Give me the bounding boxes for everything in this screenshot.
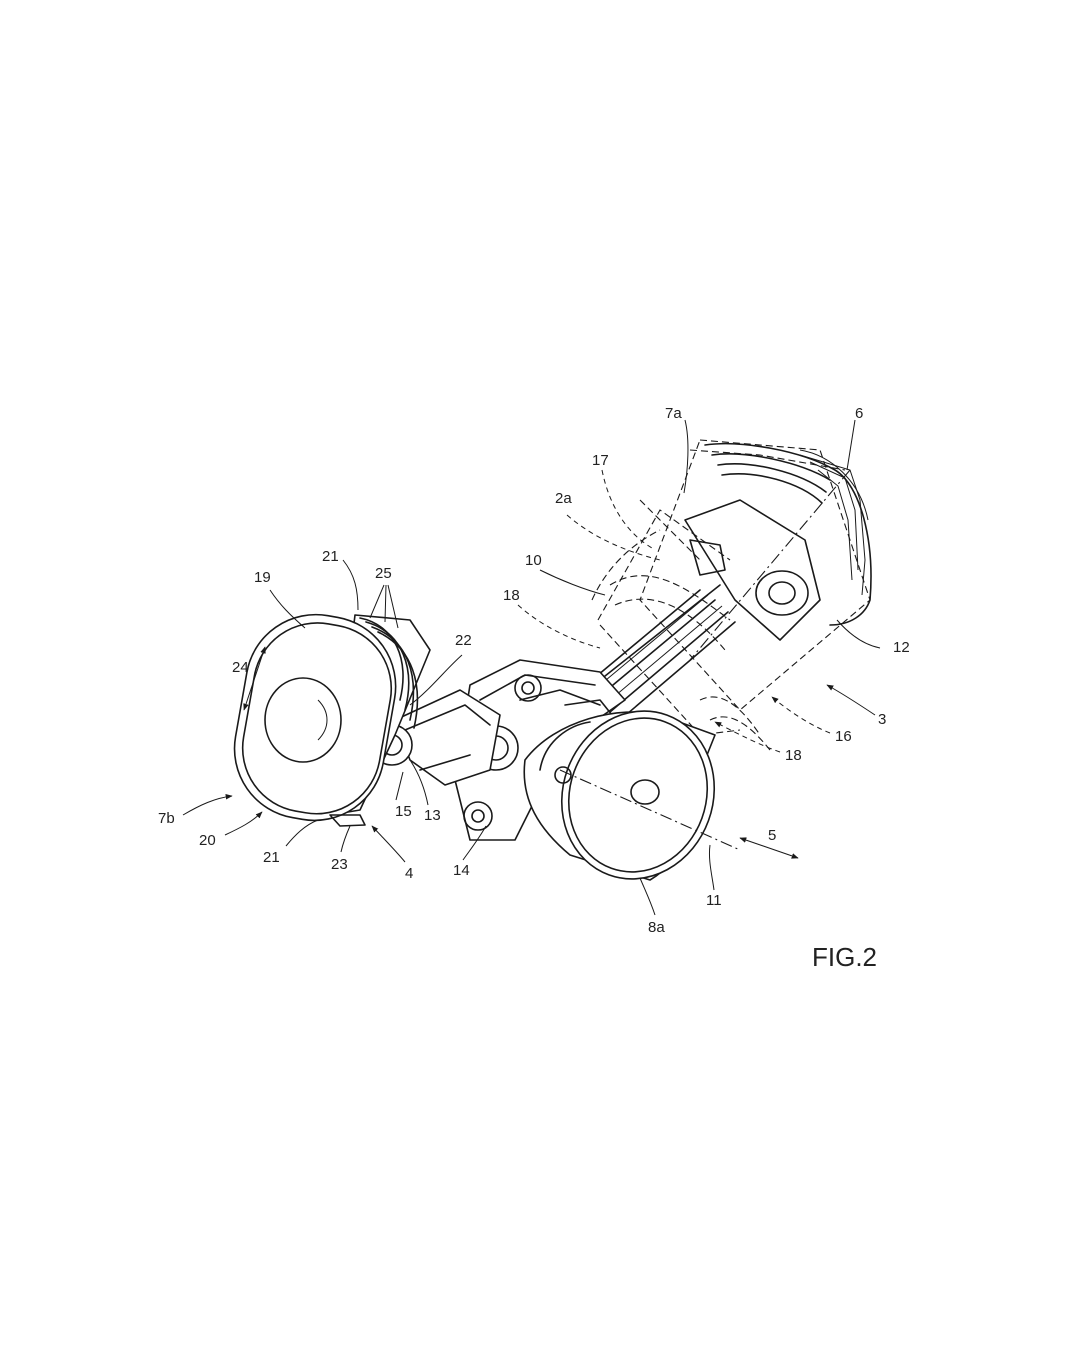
arrow-24 bbox=[243, 646, 266, 711]
label-7a: 7a bbox=[665, 405, 682, 422]
label-14: 14 bbox=[453, 862, 470, 879]
label-24: 24 bbox=[232, 659, 249, 676]
label-11: 11 bbox=[706, 892, 722, 909]
label-18b: 18 bbox=[785, 747, 802, 764]
label-3: 3 bbox=[878, 711, 886, 728]
drum-8a bbox=[523, 710, 716, 881]
cylinder-2a bbox=[591, 439, 871, 751]
label-22: 22 bbox=[455, 632, 472, 649]
axis-6 bbox=[689, 469, 851, 661]
leader-lines bbox=[269, 419, 881, 916]
arrow-7b bbox=[182, 793, 233, 816]
piston-7a bbox=[684, 442, 872, 641]
label-8a: 8a bbox=[648, 919, 665, 936]
label-12: 12 bbox=[893, 639, 910, 656]
label-4: 4 bbox=[405, 865, 413, 882]
label-5: 5 bbox=[768, 827, 776, 844]
arrow-18b bbox=[714, 721, 781, 753]
arrow-5 bbox=[739, 837, 799, 859]
label-13: 13 bbox=[424, 807, 441, 824]
label-23: 23 bbox=[331, 856, 348, 873]
label-2a: 2a bbox=[555, 490, 572, 507]
label-6: 6 bbox=[855, 405, 863, 422]
label-19: 19 bbox=[254, 569, 271, 586]
label-17: 17 bbox=[592, 452, 609, 469]
figure-title: FIG.2 bbox=[812, 942, 877, 972]
label-21b: 21 bbox=[263, 849, 280, 866]
label-16: 16 bbox=[835, 728, 852, 745]
arrow-3 bbox=[826, 684, 876, 716]
label-21a: 21 bbox=[322, 548, 339, 565]
arrow-16 bbox=[771, 696, 831, 734]
arrow-4 bbox=[371, 825, 406, 863]
axis-11 bbox=[559, 769, 741, 851]
label-25: 25 bbox=[375, 565, 392, 582]
label-18a: 18 bbox=[503, 587, 520, 604]
arrow-20 bbox=[224, 811, 263, 836]
label-15: 15 bbox=[395, 803, 412, 820]
label-10: 10 bbox=[525, 552, 542, 569]
link-arm-13 bbox=[371, 689, 501, 786]
label-20: 20 bbox=[199, 832, 216, 849]
reference-labels: 6 7a 17 2a 10 18 12 3 16 18 21 25 19 22 … bbox=[158, 405, 910, 936]
label-7b: 7b bbox=[158, 810, 175, 827]
piston-7b bbox=[233, 613, 431, 827]
